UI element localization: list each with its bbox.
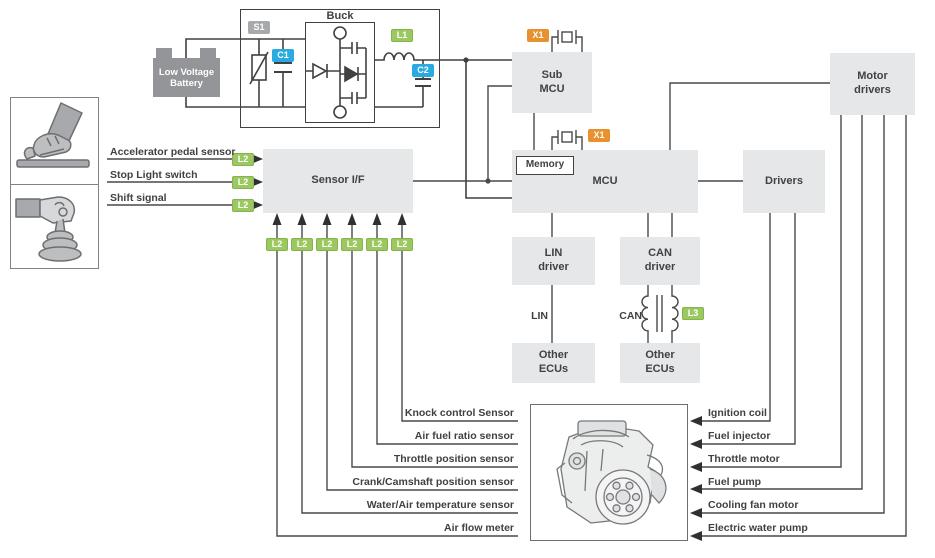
badge-c1: C1 <box>272 49 294 62</box>
buck-outer-box <box>240 9 440 128</box>
label-lin-bus: LIN <box>531 310 548 322</box>
badge-x1-sub-mcu: X1 <box>527 29 549 42</box>
buck-bridge-symbols <box>306 26 367 119</box>
badge-l2-sensor-1: L2 <box>266 238 288 251</box>
label-fuel-pump: Fuel pump <box>708 476 762 488</box>
badge-s1: S1 <box>248 21 270 34</box>
badge-l2-input-2: L2 <box>232 176 254 189</box>
engine-illustration <box>556 420 667 525</box>
badge-l1: L1 <box>391 29 413 42</box>
badge-l2-sensor-6: L2 <box>391 238 413 251</box>
accelerator-pedal-illustration <box>16 102 90 168</box>
label-can-bus: CAN <box>619 310 642 322</box>
label-fuel-injector: Fuel injector <box>708 430 771 442</box>
block-sensor-if: Sensor I/F <box>263 149 413 213</box>
label-knock-control-sensor: Knock control Sensor <box>404 407 514 419</box>
shift-lever-illustration <box>15 195 82 262</box>
badge-x1-mcu: X1 <box>588 129 610 142</box>
label-air-flow-meter: Air flow meter <box>443 522 514 534</box>
label-stop-light-switch: Stop Light switch <box>110 169 198 181</box>
block-other-ecus-lin: Other ECUs <box>512 343 595 383</box>
label-water-air-temperature-sensor: Water/Air temperature sensor <box>366 499 514 511</box>
badge-l2-input-1: L2 <box>232 153 254 166</box>
pedal-image-box <box>10 97 99 185</box>
badge-l2-input-3: L2 <box>232 199 254 212</box>
block-motor-drivers: Motor drivers <box>830 53 915 115</box>
block-drivers: Drivers <box>743 150 825 213</box>
label-throttle-motor: Throttle motor <box>708 453 780 465</box>
shifter-image-box <box>10 183 99 269</box>
block-other-ecus-can: Other ECUs <box>620 343 700 383</box>
label-crank-camshaft-position-sensor: Crank/Camshaft position sensor <box>352 476 514 488</box>
low-voltage-battery: Low Voltage Battery <box>153 48 220 97</box>
badge-l2-sensor-4: L2 <box>341 238 363 251</box>
badge-l2-sensor-3: L2 <box>316 238 338 251</box>
arrowheads <box>251 154 702 541</box>
label-electric-water-pump: Electric water pump <box>708 522 808 534</box>
label-throttle-position-sensor: Throttle position sensor <box>393 453 514 465</box>
badge-l2-sensor-5: L2 <box>366 238 388 251</box>
label-accelerator-pedal-sensor: Accelerator pedal sensor <box>110 146 236 158</box>
label-air-fuel-ratio-sensor: Air fuel ratio sensor <box>414 430 514 442</box>
block-memory: Memory <box>516 156 574 175</box>
block-sub-mcu: Sub MCU <box>512 52 592 113</box>
block-can-driver: CAN driver <box>620 237 700 285</box>
battery-label: Low Voltage Battery <box>153 58 220 97</box>
badge-c2: C2 <box>412 64 434 77</box>
label-shift-signal: Shift signal <box>110 192 167 204</box>
block-lin-driver: LIN driver <box>512 237 595 285</box>
label-ignition-coil: Ignition coil <box>708 407 767 419</box>
badge-l2-sensor-2: L2 <box>291 238 313 251</box>
signal-wires <box>107 30 907 537</box>
buck-title: Buck <box>326 10 354 22</box>
engine-image-box <box>530 404 688 541</box>
label-cooling-fan-motor: Cooling fan motor <box>708 499 799 511</box>
badge-l3-can: L3 <box>682 307 704 320</box>
